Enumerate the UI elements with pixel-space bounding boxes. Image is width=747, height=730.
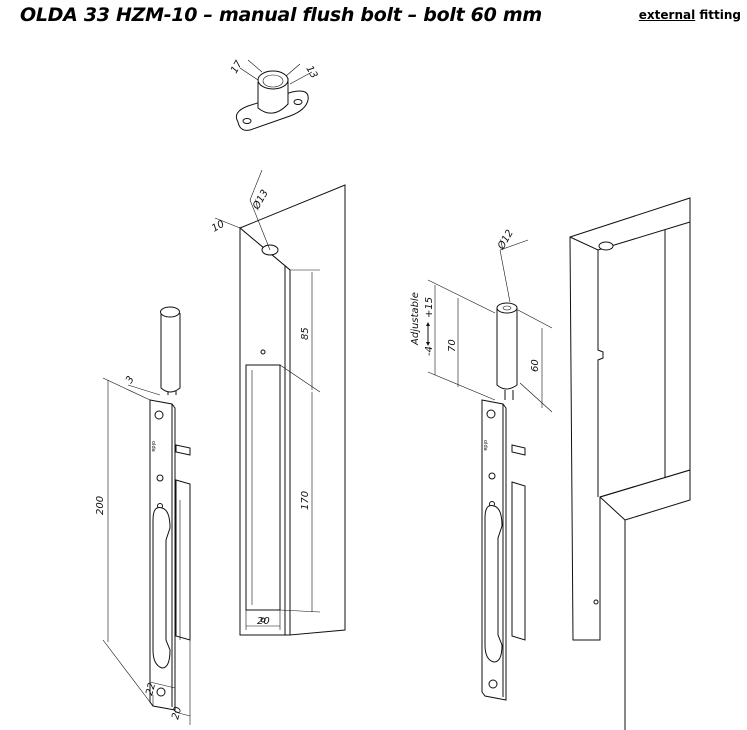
dim-bush-width: 17 [229,58,245,75]
fitting-type-emphasis: external [638,8,696,22]
fitting-type-rest: fitting [695,8,741,22]
dim-bush-height: 13 [303,64,319,81]
page-title: OLDA 33 HZM-10 – manual flush bolt – bol… [20,4,542,26]
dim-plate-width: 22 [144,682,158,697]
dim-plate-length: 200 [95,496,106,515]
dim-bolt-travel: 60 [530,359,541,372]
floor-bush-drawing: 17 13 [229,58,319,131]
dim-frame-hole-diameter: Ø13 [250,188,271,213]
dim-plate-thickness: 3 [124,374,137,385]
dim-bolt-diameter: Ø12 [495,228,516,253]
fitting-type-label: external fitting [639,8,741,22]
dim-adjust-minus: -4 [424,346,435,356]
svg-text:olda: olda [482,440,488,451]
adjustable-label: Adjustable [410,292,421,346]
dim-frame-slot-length: 170 [300,491,311,510]
frame-profile-left: 10 Ø13 85 170 20 [210,169,346,636]
svg-text:olda: olda [150,441,156,452]
dim-bolt-extension: 70 [447,339,458,352]
dim-frame-slot-width: 20 [257,616,270,627]
flush-bolt-left: olda 200 3 22 20 [95,306,191,725]
dim-frame-top-to-slot: 85 [300,327,311,340]
dim-frame-offset: 10 [210,219,227,235]
dim-bolt-depth: 20 [170,706,184,721]
frame-profile-right [569,197,691,730]
dim-adjust-plus: +15 [424,297,435,318]
flush-bolt-right: olda Ø12 70 60 Adjustable -4 +15 [410,228,553,701]
